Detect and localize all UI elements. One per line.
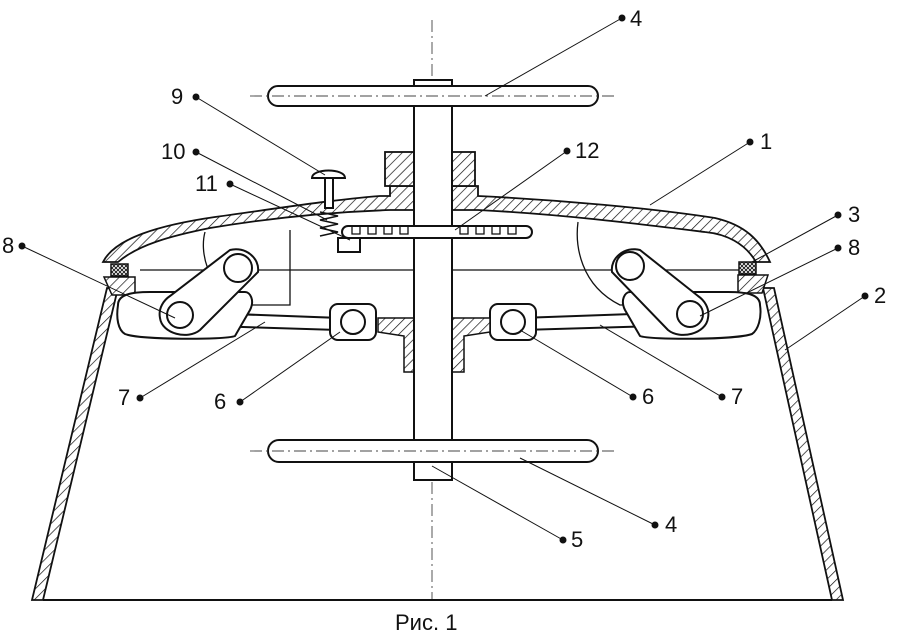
shaft-5: [413, 79, 453, 481]
seal-3-left: [110, 263, 129, 277]
seal-3-right: [738, 261, 757, 275]
callout-3: 3: [848, 202, 860, 227]
callout-7-right: 7: [731, 384, 743, 409]
callout-8-left: 8: [2, 233, 14, 258]
callout-1: 1: [760, 129, 772, 154]
spring-10: [319, 211, 339, 237]
housing-2: [30, 287, 845, 601]
callout-dots: [18, 14, 869, 544]
button-9: [310, 169, 347, 179]
callout-12: 12: [575, 138, 599, 163]
callout-10: 10: [161, 139, 185, 164]
right-bracket: [576, 221, 668, 306]
callout-5: 5: [571, 527, 583, 552]
callout-4-bottom: 4: [665, 512, 677, 537]
callout-8-right: 8: [848, 235, 860, 260]
lid-1: [101, 185, 772, 263]
callout-11: 11: [195, 171, 218, 196]
pivot-pins: [166, 251, 704, 329]
callout-9: 9: [171, 84, 183, 109]
stop-8-right: [737, 274, 770, 294]
callout-4-top: 4: [630, 6, 642, 31]
gear-12: [341, 225, 533, 239]
leader-lines: [21, 17, 866, 541]
callout-6-right: 6: [642, 384, 654, 409]
callout-2: 2: [874, 283, 886, 308]
latch-11: [337, 237, 361, 253]
figure-caption: Рис. 1: [395, 610, 457, 635]
central-bushing: [377, 317, 419, 373]
callout-7-left: 7: [118, 385, 130, 410]
callout-6-left: 6: [214, 389, 226, 414]
